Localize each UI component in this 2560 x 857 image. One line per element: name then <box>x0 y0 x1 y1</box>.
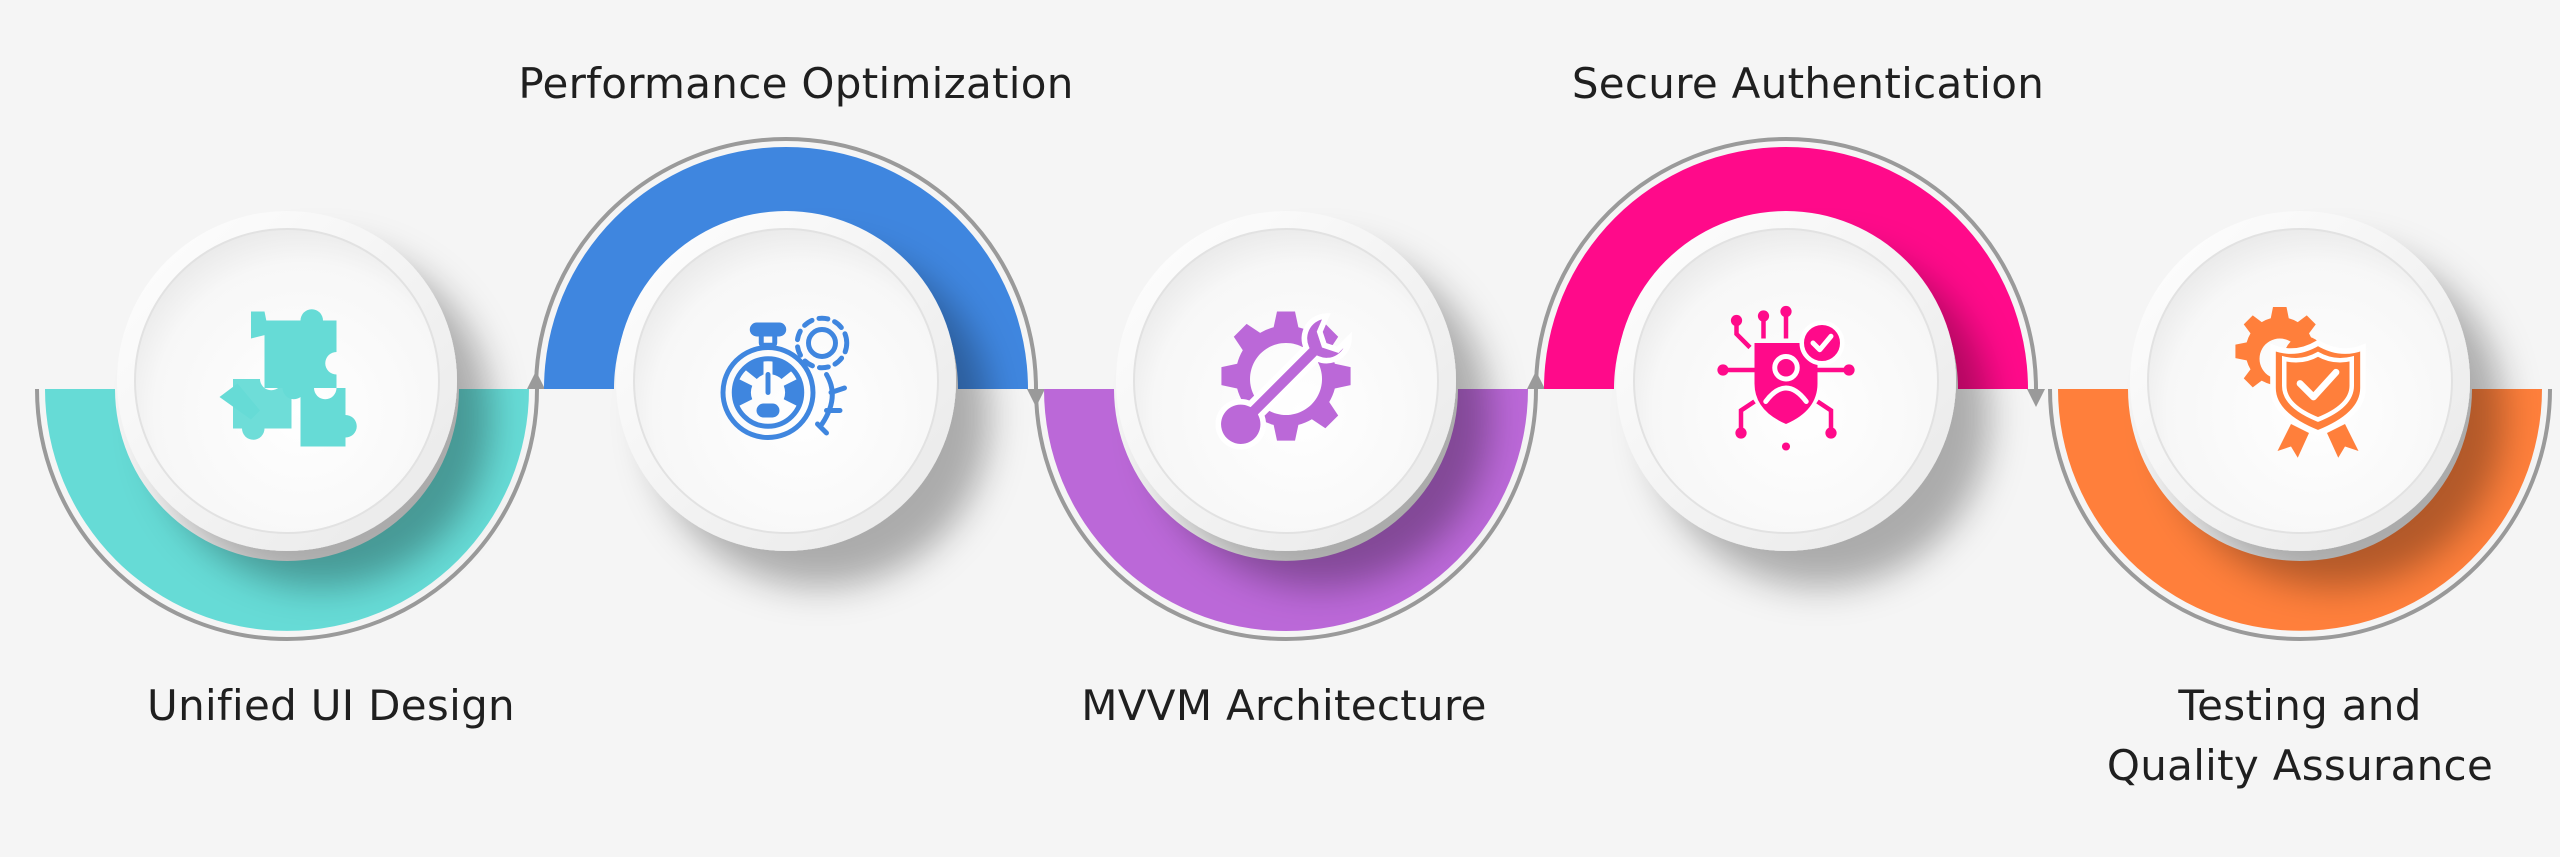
step-5-band <box>2058 389 2542 631</box>
step-4-connector-arc <box>1534 137 2038 390</box>
step-4-band <box>1544 147 2028 389</box>
step-1-band <box>45 389 529 631</box>
step-2-connector-arc <box>534 137 1038 390</box>
step-2-disc <box>633 228 939 534</box>
step-2-band <box>544 147 1028 389</box>
step-5-connector-arc <box>2048 388 2552 641</box>
step-2-arrow-up <box>527 371 545 389</box>
step-3-band <box>1044 389 1528 631</box>
step-4-label: Secure Authentication <box>1571 59 2045 108</box>
step-1-label: Unified UI Design <box>147 681 515 730</box>
step-1-connector-arc <box>35 388 539 641</box>
step-5-label: Testing and Quality Assurance <box>2106 681 2494 790</box>
step-2-label: Performance Optimization <box>518 59 1074 108</box>
step-4-arrow-up <box>1527 371 1545 389</box>
step-4-arrow-down <box>2027 389 2045 407</box>
step-discs <box>117 211 2470 551</box>
step-3-connector-arc <box>1034 388 1538 641</box>
color-bands <box>45 147 2542 631</box>
step-3-label: MVVM Architecture <box>1081 681 1487 730</box>
connector-arcs <box>35 137 2552 641</box>
